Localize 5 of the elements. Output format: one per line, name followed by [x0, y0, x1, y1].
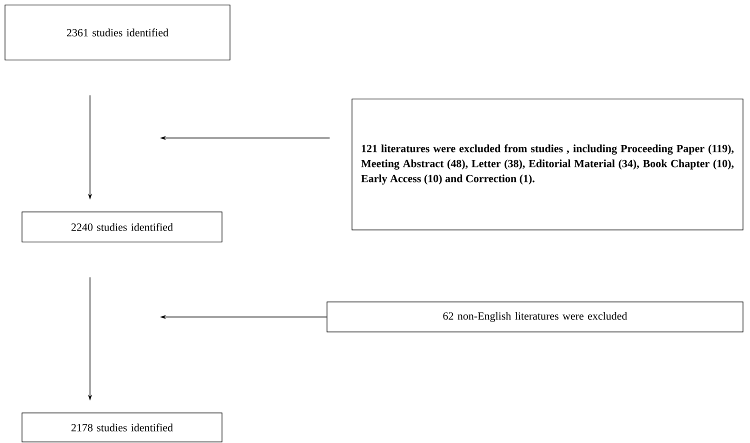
process-box: 121 literatures were excluded from studies , including Proceeding Paper (119), Meeting Abstract (48), Letter (38), Editorial Material (34), Book Chapter (10), Early Access (10) and Correction (1). [352, 98, 744, 230]
process-box: 2361 studies identified [4, 4, 230, 60]
process-box: 62 non-English literatures were excluded [326, 302, 744, 332]
process-box: 2178 studies identified [22, 412, 222, 442]
process-box: 2240 studies identified [22, 212, 222, 242]
